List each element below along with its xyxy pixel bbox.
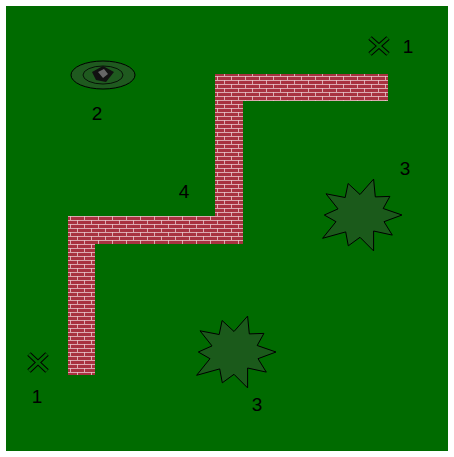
callout-number: 1 [32, 387, 43, 406]
spawn-mark [370, 38, 388, 54]
spawn-mark [29, 354, 47, 371]
callout-number: 3 [252, 395, 263, 414]
callout-number: 4 [179, 182, 190, 201]
callout-number: 1 [403, 37, 414, 56]
grass-ground [6, 6, 448, 451]
callout-number: 2 [92, 104, 103, 123]
item-pad [71, 61, 135, 89]
bush [323, 179, 402, 251]
callout-number: 3 [400, 159, 411, 178]
bush [197, 316, 276, 388]
